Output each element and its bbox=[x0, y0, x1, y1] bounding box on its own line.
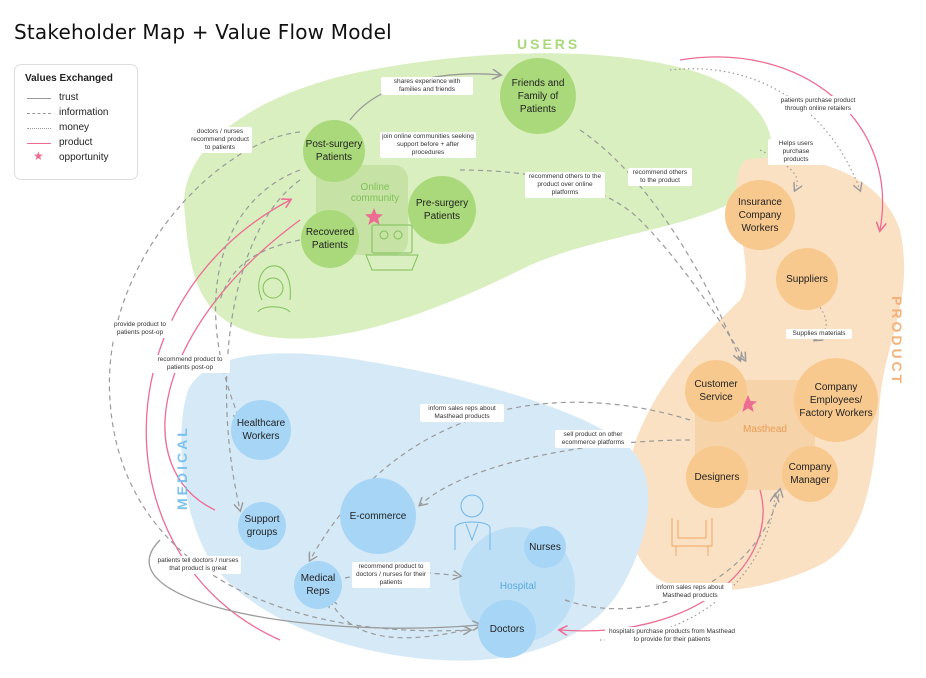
annotation-patients-tell: patients tell doctors / nurses that prod… bbox=[155, 556, 241, 574]
zone-label-users: USERS bbox=[517, 36, 581, 52]
node-company-manager: Company Manager bbox=[782, 446, 838, 502]
node-recovered-patients: Recovered Patients bbox=[301, 210, 359, 268]
legend: Values Exchanged trust information money… bbox=[14, 64, 138, 180]
patient-sketch-icon bbox=[257, 265, 291, 313]
node-insurance-workers: Insurance Company Workers bbox=[725, 180, 795, 250]
annotation-purchase-online: patients purchase product through online… bbox=[775, 96, 861, 114]
doctor-sketch-icon bbox=[454, 494, 491, 550]
node-doctors: Doctors bbox=[478, 600, 536, 658]
legend-item-information: information bbox=[25, 107, 135, 120]
legend-item-product: product bbox=[25, 137, 135, 150]
node-healthcare-workers: Healthcare Workers bbox=[231, 400, 291, 460]
legend-item-money: money bbox=[25, 122, 135, 135]
group-label-masthead: Masthead bbox=[743, 424, 787, 435]
node-friends-family: Friends and Family of Patients bbox=[500, 58, 576, 134]
annotation-shares-experience: shares experience with families and frie… bbox=[381, 77, 473, 95]
node-post-surgery-patients: Post-surgery Patients bbox=[303, 120, 365, 182]
group-label-hospital: Hospital bbox=[499, 581, 537, 592]
annotation-supplies-materials: Supplies materials bbox=[786, 329, 852, 339]
annotation-recommend-others: recommend others to the product bbox=[628, 168, 692, 186]
opportunity-star-community bbox=[365, 208, 383, 225]
node-suppliers: Suppliers bbox=[776, 248, 838, 310]
laptop-icon bbox=[365, 224, 419, 271]
node-pre-surgery-patients: Pre-surgery Patients bbox=[408, 176, 476, 244]
legend-item-trust: trust bbox=[25, 92, 135, 105]
annotation-recommend-online: recommend others to the product over onl… bbox=[525, 172, 605, 198]
annotation-hospitals-purchase: hospitals purchase products from Masthea… bbox=[605, 627, 739, 645]
annotation-recommend-post-op: recommend product to patients post-op bbox=[150, 355, 230, 373]
legend-item-opportunity: ★ opportunity bbox=[33, 149, 109, 163]
legend-title: Values Exchanged bbox=[25, 73, 113, 84]
annotation-inform-reps-bottom: inform sales reps about Masthead product… bbox=[648, 583, 732, 601]
annotation-doctors-recommend: doctors / nurses recommend product to pa… bbox=[188, 127, 252, 153]
zone-label-medical: MEDICAL bbox=[174, 425, 190, 510]
group-label-online-community: Online community bbox=[350, 182, 400, 204]
annotation-recommend-to-doctors: recommend product to doctors / nurses fo… bbox=[352, 562, 430, 588]
opportunity-star-customer-service bbox=[739, 395, 757, 412]
annotation-join-online: join online communities seeking support … bbox=[380, 132, 476, 158]
annotation-provide-post-op: provide product to patients post-op bbox=[108, 320, 172, 338]
annotation-inform-reps-top: inform sales reps about Masthead product… bbox=[420, 404, 504, 422]
annotation-sell-other: sell product on other ecommerce platform… bbox=[555, 430, 631, 448]
page-title: Stakeholder Map + Value Flow Model bbox=[14, 20, 392, 44]
users-zone-blob bbox=[184, 53, 772, 339]
node-nurses: Nurses bbox=[524, 526, 566, 568]
node-customer-service: Customer Service bbox=[685, 360, 747, 422]
node-support-groups: Support groups bbox=[238, 502, 286, 550]
node-company-employees: Company Employees/ Factory Workers bbox=[794, 358, 878, 442]
zone-label-product: PRODUCT bbox=[889, 296, 905, 387]
node-medical-reps: Medical Reps bbox=[294, 561, 342, 609]
annotation-helps-users: Helps users purchase products bbox=[768, 139, 824, 165]
product-chair-icon bbox=[671, 518, 713, 556]
node-designers: Designers bbox=[686, 446, 748, 508]
node-e-commerce: E-commerce bbox=[340, 478, 416, 554]
